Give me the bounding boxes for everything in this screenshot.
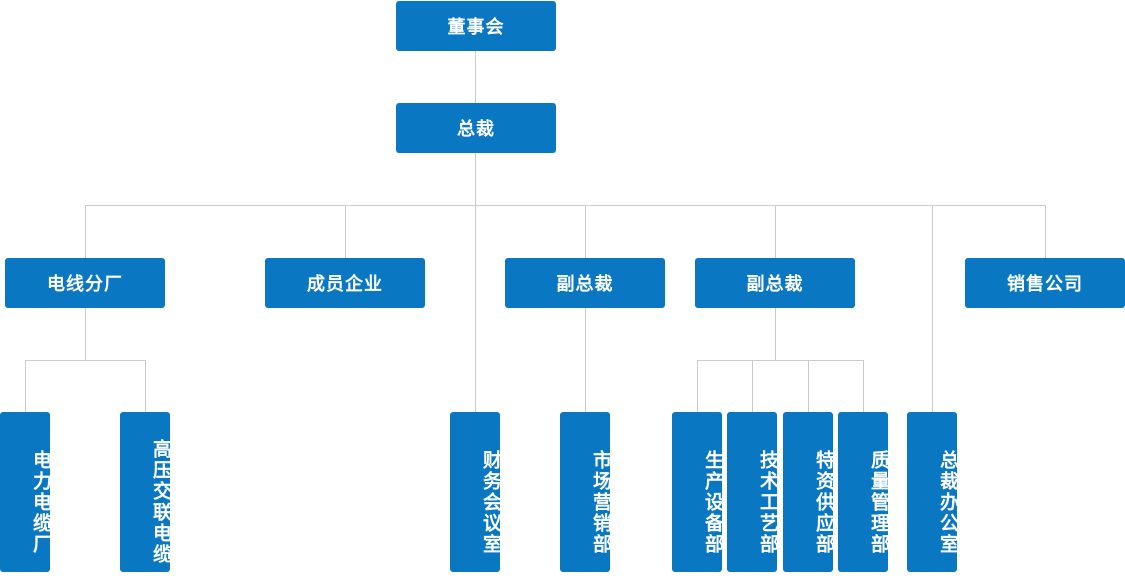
node-production-equipment-dept[interactable]: 生产设备部 [672,412,724,572]
node-cable-factory[interactable]: 电线分厂 [5,258,165,308]
node-vice-president-2[interactable]: 副总裁 [695,258,855,308]
node-member-companies[interactable]: 成员企业 [265,258,425,308]
node-sales-company[interactable]: 销售公司 [965,258,1125,308]
node-president[interactable]: 总裁 [396,103,556,153]
node-president-office[interactable]: 总裁办公室 [907,412,959,572]
node-hv-xlpe-cable[interactable]: 高压交联电缆 [120,412,172,572]
node-quality-management-dept[interactable]: 质量管理部 [838,412,890,572]
node-finance-meeting-room[interactable]: 财务会议室 [450,412,502,572]
node-power-cable-plant[interactable]: 电力电缆厂 [0,412,52,572]
node-technology-process-dept[interactable]: 技术工艺部 [727,412,779,572]
node-board[interactable]: 董事会 [396,1,556,51]
node-supply-dept[interactable]: 特资供应部 [783,412,835,572]
node-marketing-dept[interactable]: 市场营销部 [560,412,612,572]
node-vice-president-1[interactable]: 副总裁 [505,258,665,308]
